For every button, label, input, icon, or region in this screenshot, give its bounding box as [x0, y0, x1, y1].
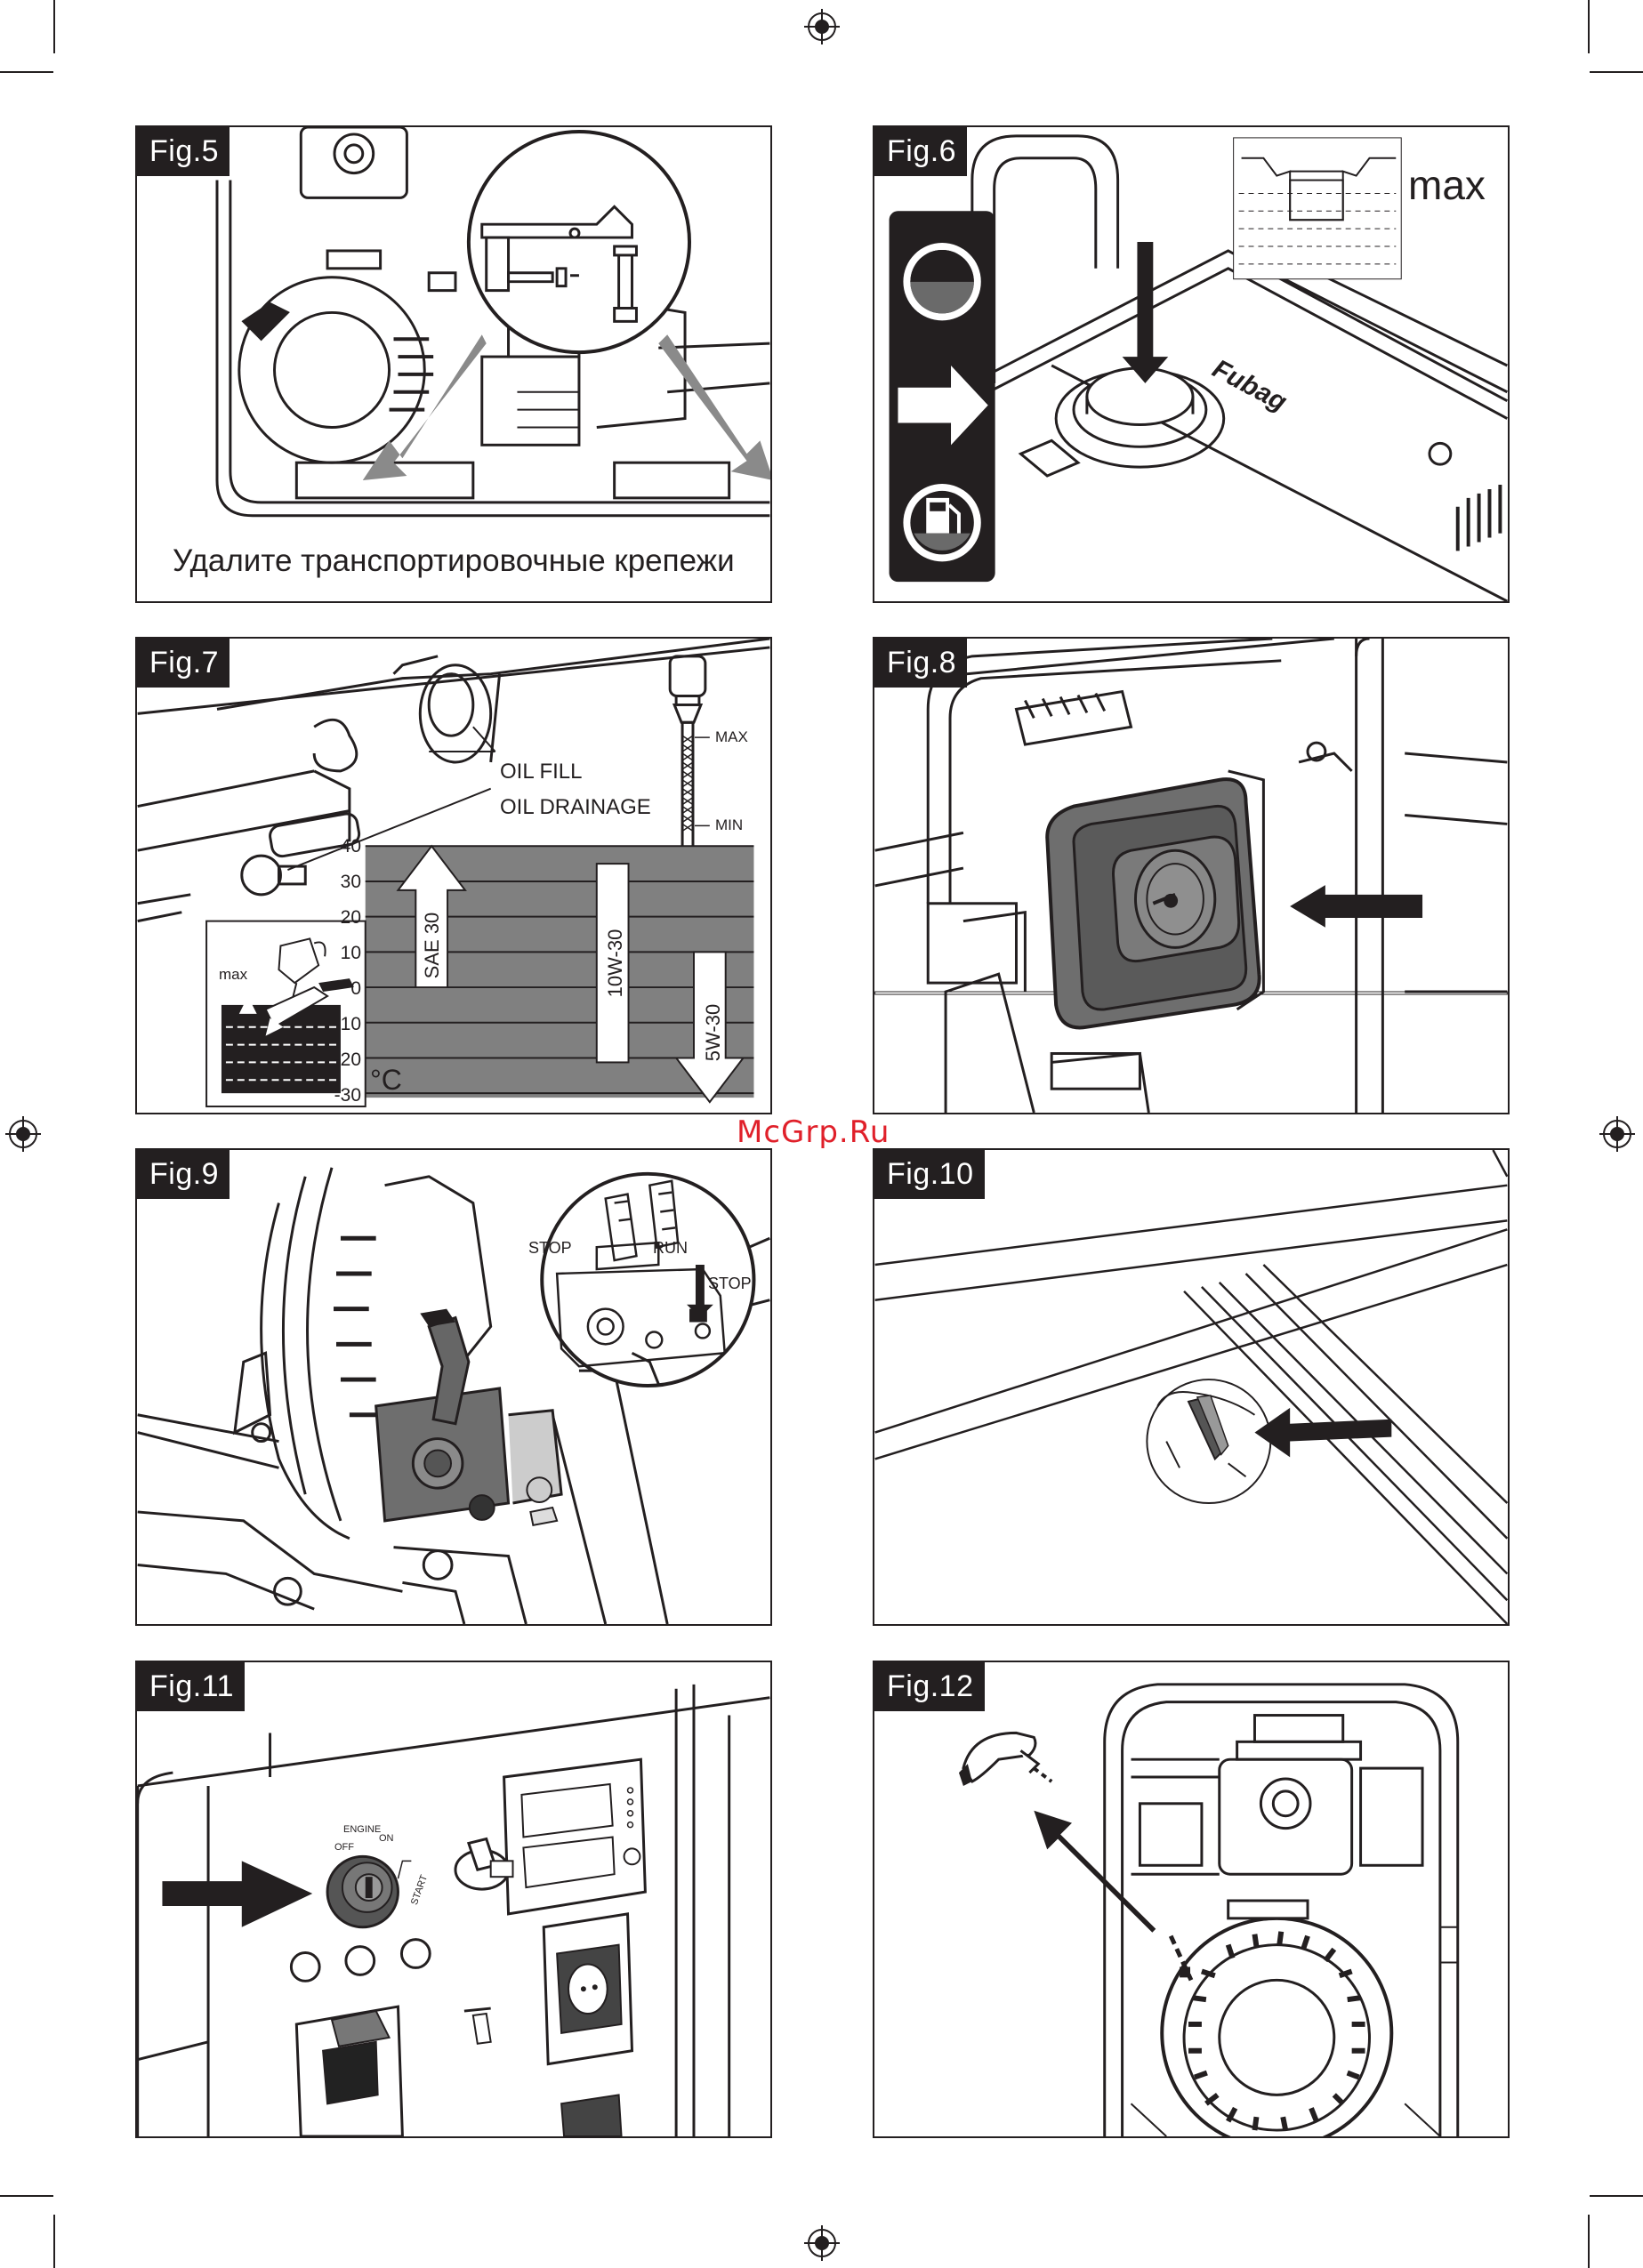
fig8-panel: Fig.8: [873, 637, 1510, 1114]
fig10-label: Fig.10: [874, 1150, 985, 1199]
fig9-panel: Fig.9: [135, 1148, 772, 1626]
fig7-illustration: [137, 639, 770, 1113]
fig7-temp-tick: 20: [326, 907, 361, 929]
fig7-panel: Fig.7: [135, 637, 772, 1114]
fig6-max-label: max: [1408, 161, 1486, 209]
fig7-temp-tick: 0: [326, 978, 361, 1000]
registration-mark-right: [1599, 1116, 1635, 1152]
fig10-panel: Fig.10: [873, 1148, 1510, 1626]
fig8-illustration: [874, 639, 1508, 1113]
fig7-oil-5w30: 5W-30: [702, 997, 725, 1068]
crop-mark: [53, 0, 55, 53]
registration-mark-top: [804, 9, 840, 44]
fig8-label: Fig.8: [874, 639, 967, 688]
fig7-temp-tick: 10: [326, 943, 361, 964]
fig7-oil-drainage-label: OIL DRAINAGE: [500, 795, 651, 820]
fig9-stop-left: STOP: [528, 1239, 572, 1258]
crop-mark: [1590, 71, 1643, 73]
fig11-illustration: [137, 1662, 770, 2136]
crop-mark: [0, 71, 53, 73]
registration-mark-left: [5, 1116, 41, 1152]
fig11-off-label: OFF: [334, 1842, 354, 1853]
fig6-brand: Fubag: [1208, 354, 1292, 417]
fig12-illustration: [874, 1662, 1508, 2136]
fig6-panel: Fig.6 Fubag: [873, 125, 1510, 603]
fig5-illustration: [137, 127, 770, 601]
fig5-caption: Удалите транспортировочные крепежи: [173, 543, 735, 579]
fig5-label: Fig.5: [137, 127, 230, 176]
fig6-label: Fig.6: [874, 127, 967, 176]
crop-mark: [1588, 0, 1590, 53]
fig7-temp-tick: -20: [326, 1050, 361, 1071]
fig7-label: Fig.7: [137, 639, 230, 688]
crop-mark: [1590, 2195, 1643, 2197]
registration-mark-bottom: [804, 2225, 840, 2261]
fig7-temp-tick: 30: [326, 872, 361, 893]
fig11-on-label: ON: [379, 1833, 394, 1844]
crop-mark: [0, 2195, 53, 2197]
fig12-label: Fig.12: [874, 1662, 985, 1711]
watermark: McGrp.Ru: [737, 1114, 890, 1150]
fig7-oil-10w30: 10W-30: [604, 928, 627, 999]
fig11-panel: Fig.11: [135, 1661, 772, 2138]
fig7-dipstick-max: MAX: [715, 728, 748, 746]
crop-mark: [53, 2215, 55, 2268]
fig7-oil-sae30: SAE 30: [421, 910, 444, 981]
fig7-unit: °C: [370, 1064, 402, 1097]
fig12-panel: Fig.12: [873, 1661, 1510, 2138]
fig7-temp-tick: 40: [326, 836, 361, 857]
fig11-label: Fig.11: [137, 1662, 245, 1711]
fig7-oil-fill-label: OIL FILL: [500, 760, 582, 784]
fig9-label: Fig.9: [137, 1150, 230, 1199]
fig9-run: RUN: [653, 1239, 688, 1258]
fig7-dipstick-min: MIN: [715, 816, 743, 834]
crop-mark: [1588, 2215, 1590, 2268]
fig7-jug-max: max: [219, 966, 247, 984]
fig7-temp-tick: -30: [326, 1085, 361, 1106]
fig9-illustration: [137, 1150, 770, 1624]
fig5-panel: Fig.5: [135, 125, 772, 603]
fig10-illustration: [874, 1150, 1508, 1624]
fig9-stop-right: STOP: [708, 1275, 752, 1293]
fig7-temp-tick: -10: [326, 1014, 361, 1035]
fig11-engine-label: ENGINE: [343, 1824, 381, 1835]
